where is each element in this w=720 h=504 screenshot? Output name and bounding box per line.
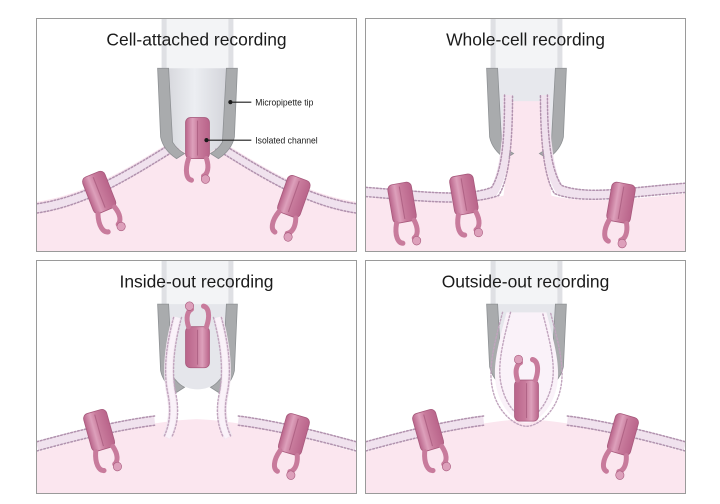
panel-inside-out: Inside-out recording bbox=[36, 260, 357, 494]
membrane-channel-right bbox=[602, 181, 636, 249]
cytoplasm-region bbox=[37, 419, 356, 493]
pipette-shaft-glass bbox=[161, 261, 234, 309]
pipette-shaft-glass bbox=[161, 19, 234, 75]
membrane-channel-left bbox=[412, 409, 451, 474]
pipette-shaft-edge-left bbox=[490, 261, 496, 309]
pipette-lumen-cytoplasm bbox=[501, 101, 552, 145]
pipette-shaft-edge-right bbox=[557, 19, 563, 75]
pipette-shaft-edge-left bbox=[161, 261, 167, 309]
pipette-shaft-edge-right bbox=[228, 261, 234, 309]
membrane-channel-right bbox=[269, 175, 311, 242]
inverted-channel-protein bbox=[184, 301, 212, 369]
isolated-channel-marker bbox=[204, 137, 209, 143]
excised-patch-membrane bbox=[162, 316, 233, 440]
micropipette-tip-marker bbox=[228, 99, 233, 105]
annotation-isolated-channel: Isolated channel bbox=[204, 136, 318, 146]
pipette-shaft-edge-right bbox=[228, 19, 234, 75]
membrane-channel-right bbox=[271, 413, 310, 480]
membrane-channel-left bbox=[83, 409, 122, 474]
membrane-channel-left bbox=[82, 170, 126, 235]
panel-title-whole-cell: Whole-cell recording bbox=[446, 29, 605, 49]
panel-title-cell-attached: Cell-attached recording bbox=[106, 29, 286, 49]
pipette-wall-left bbox=[157, 67, 186, 160]
vesicle-channel-protein bbox=[513, 354, 541, 422]
membrane-channel-left bbox=[449, 173, 483, 238]
panel-outside-out: Outside-out recording bbox=[365, 260, 686, 494]
membrane-channel-right bbox=[600, 413, 639, 480]
pipette-shaft-edge-left bbox=[161, 19, 167, 75]
panel-grid: Micropipette tip Isolated channel Cell-a… bbox=[36, 18, 686, 494]
panel-whole-cell: Whole-cell recording bbox=[365, 18, 686, 252]
pipette-shaft-edge-left bbox=[490, 19, 496, 75]
isolated-channel-protein bbox=[183, 117, 211, 184]
pipette-wall-right bbox=[209, 67, 238, 160]
pipette-shaft-glass bbox=[490, 261, 563, 309]
pipette-shaft-glass bbox=[490, 19, 563, 75]
pipette-shaft-edge-right bbox=[557, 261, 563, 309]
panel-title-inside-out: Inside-out recording bbox=[119, 271, 273, 291]
cytoplasm-region bbox=[366, 419, 685, 493]
pipette-lumen bbox=[168, 68, 227, 155]
annotation-micropipette-tip: Micropipette tip bbox=[228, 98, 314, 108]
micropipette-tip-label: Micropipette tip bbox=[255, 98, 313, 108]
panel-cell-attached: Micropipette tip Isolated channel Cell-a… bbox=[36, 18, 357, 252]
cytoplasm-region bbox=[366, 99, 685, 251]
isolated-channel-label: Isolated channel bbox=[255, 136, 317, 146]
membrane-channel-far-left bbox=[387, 181, 422, 246]
panel-title-outside-out: Outside-out recording bbox=[442, 271, 610, 291]
